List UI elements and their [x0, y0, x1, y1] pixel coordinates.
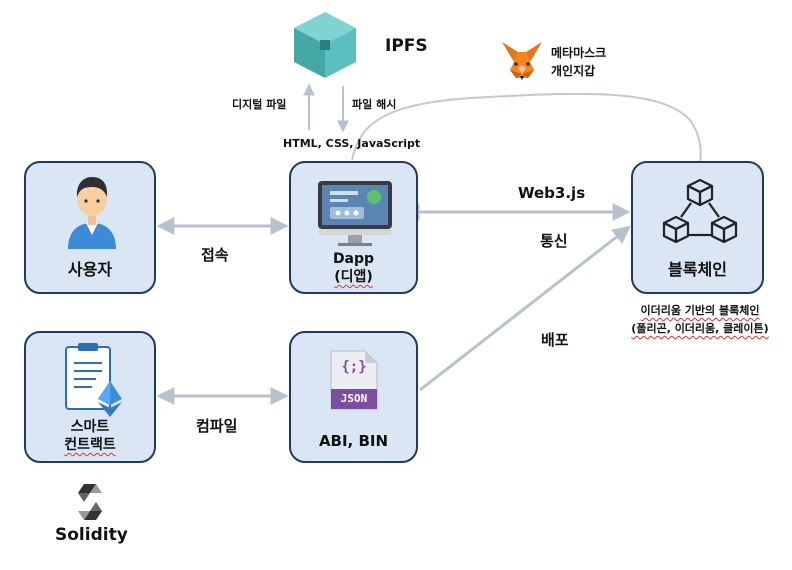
compile-label: 컴파일	[196, 417, 238, 435]
deploy-arrow	[419, 225, 631, 392]
blockchain-label: 블록체인	[668, 260, 727, 279]
dapp-node: Dapp (디앱)	[289, 161, 418, 294]
user-label: 사용자	[67, 260, 113, 279]
contract-label-line1: 스마트	[70, 419, 110, 435]
json-file-icon: {;} JSON	[329, 349, 379, 411]
smart-contract-node: 스마트 컨트랙트	[24, 331, 156, 463]
chain-note-line1-wrap: 이더리움 기반의 블록체인	[626, 302, 774, 318]
json-file-label: JSON	[340, 392, 368, 405]
contract-label-line2-wrap: 컨트랙트	[26, 437, 154, 453]
json-file-shape	[330, 350, 378, 410]
ipfs-title: IPFS	[385, 36, 428, 56]
wallet-curve	[351, 92, 702, 163]
contract-label-line2: 컨트랙트	[64, 437, 116, 453]
user-node: 사용자	[24, 161, 156, 294]
ipfs-cube-icon	[294, 12, 356, 78]
solidity-label: Solidity	[55, 525, 128, 545]
wallet-line2: 개인지갑	[551, 64, 596, 78]
chain-note-line2: (폴리곤, 이더리움, 클레이튼)	[631, 322, 769, 335]
ipfs-up-label: 디지털 파일	[232, 98, 287, 111]
monitor-icon	[318, 181, 392, 246]
comm-label: 통신	[540, 232, 568, 250]
json-braces: {;}	[341, 359, 367, 375]
blockchain-icon	[662, 178, 738, 244]
ipfs-down-label: 파일 해시	[352, 98, 397, 111]
abi-bin-node: {;} JSON ABI, BIN	[289, 331, 418, 463]
dapp-label-line1: Dapp	[332, 251, 375, 267]
metamask-fox-icon	[502, 42, 542, 80]
blockchain-node: 블록체인	[631, 161, 764, 294]
abi-bin-label: ABI, BIN	[318, 432, 389, 450]
chain-note-line2-wrap: (폴리곤, 이더리움, 클레이튼)	[616, 320, 784, 336]
deploy-label: 배포	[541, 331, 569, 349]
wallet-line1: 메타마스크	[551, 46, 607, 60]
dapp-label-line2: (디앱)	[334, 269, 373, 285]
solidity-logo-icon	[78, 484, 102, 520]
contract-document-icon	[65, 343, 122, 417]
connect-label: 접속	[201, 246, 229, 264]
chain-note-line1: 이더리움 기반의 블록체인	[640, 304, 760, 317]
tech-stack-label: HTML, CSS, JavaScript	[283, 137, 421, 150]
dapp-label-line2-wrap: (디앱)	[291, 269, 416, 285]
user-icon	[68, 177, 116, 249]
web3-label: Web3.js	[518, 184, 586, 202]
